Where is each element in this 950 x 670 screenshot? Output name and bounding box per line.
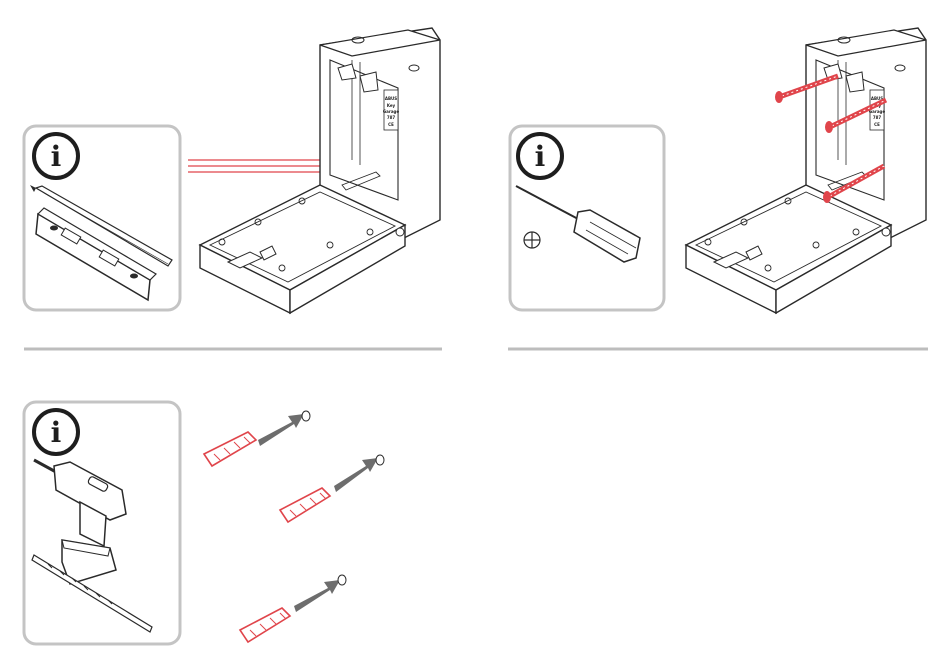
svg-text:Key: Key	[387, 103, 396, 108]
info-symbol: i	[51, 416, 62, 449]
wall-plugs	[204, 411, 384, 642]
svg-text:787: 787	[873, 115, 882, 120]
info-symbol: i	[51, 140, 62, 173]
step1-panel: i	[24, 126, 180, 310]
info-icon: i	[34, 134, 78, 178]
step3-panel: i	[24, 402, 180, 644]
crosshead-symbol-icon	[524, 232, 540, 248]
info-symbol: i	[535, 140, 546, 173]
svg-text:ABUS: ABUS	[385, 96, 397, 101]
step2-panel: i	[510, 126, 664, 310]
svg-text:CE: CE	[874, 122, 880, 127]
wall-plug-1	[204, 411, 310, 466]
svg-text:Garage: Garage	[383, 109, 400, 114]
keybox-step1: ABUS Key Garage 787 CE	[200, 28, 440, 313]
keybox-step2: ABUS Key Garage 787 CE	[686, 28, 926, 313]
info-icon: i	[518, 134, 562, 178]
info-icon: i	[34, 410, 78, 454]
svg-text:CE: CE	[388, 122, 394, 127]
wall-plug-2	[280, 455, 384, 522]
svg-text:787: 787	[387, 115, 396, 120]
wall-plug-3	[240, 575, 346, 642]
